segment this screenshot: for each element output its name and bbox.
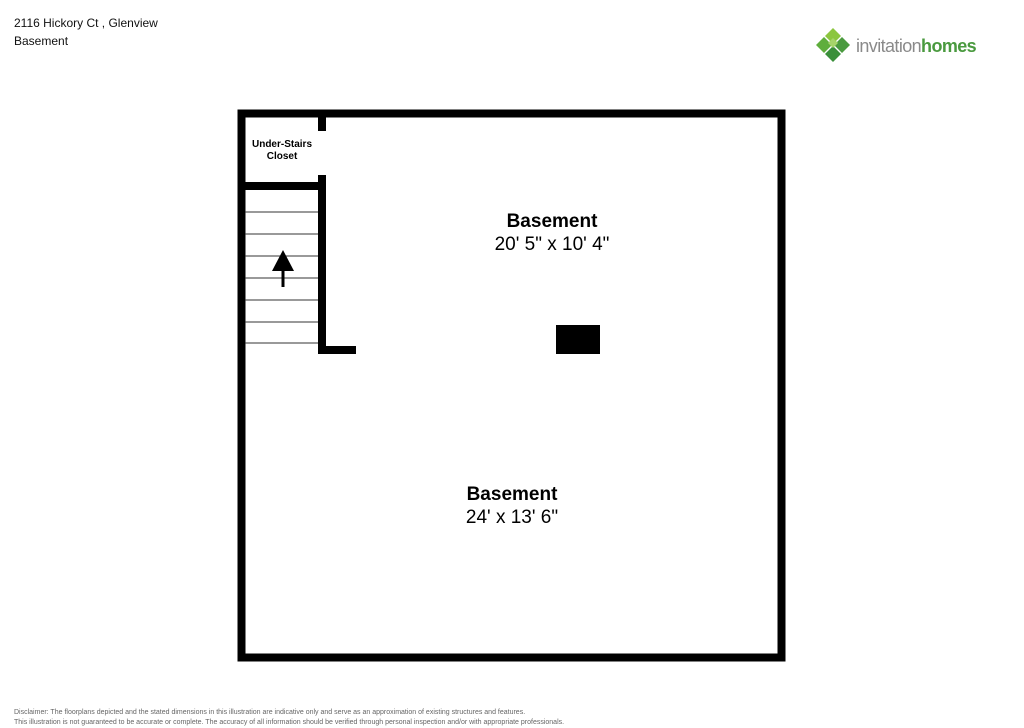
arrow-up-icon (272, 250, 294, 287)
stair-treads (245, 211, 318, 344)
disclaimer-line-1: Disclaimer: The floorplans depicted and … (14, 709, 526, 716)
floor-label: Basement (14, 34, 69, 48)
closet-wall-top-stub (318, 113, 326, 131)
invitation-homes-logo: invitationhomes (816, 26, 977, 66)
property-address: 2116 Hickory Ct , Glenview (14, 16, 158, 30)
logo-word-homes: homes (921, 36, 977, 56)
disclaimer-line-2: This illustration is not guaranteed to b… (14, 719, 565, 726)
closet-label-line1: Under-Stairs (251, 139, 312, 150)
stair-side-wall (318, 175, 326, 354)
invitation-homes-diamond-logo-icon (816, 28, 850, 62)
outer-walls (237, 109, 786, 662)
basement-upper-name: Basement (506, 211, 598, 232)
closet-wall-bottom (241, 182, 326, 190)
basement-lower-dimensions: 24' x 13' 6" (465, 507, 559, 528)
stair-wall-return (318, 346, 356, 354)
under-stairs-closet-label: Under-Stairs Closet (242, 139, 322, 163)
closet-label-line2: Closet (266, 151, 298, 162)
basement-upper-dimensions: 20' 5" x 10' 4" (494, 234, 610, 255)
logo-word-invitation: invitation (856, 36, 922, 56)
basement-lower-name: Basement (466, 484, 558, 505)
utility-fixture (556, 325, 600, 354)
